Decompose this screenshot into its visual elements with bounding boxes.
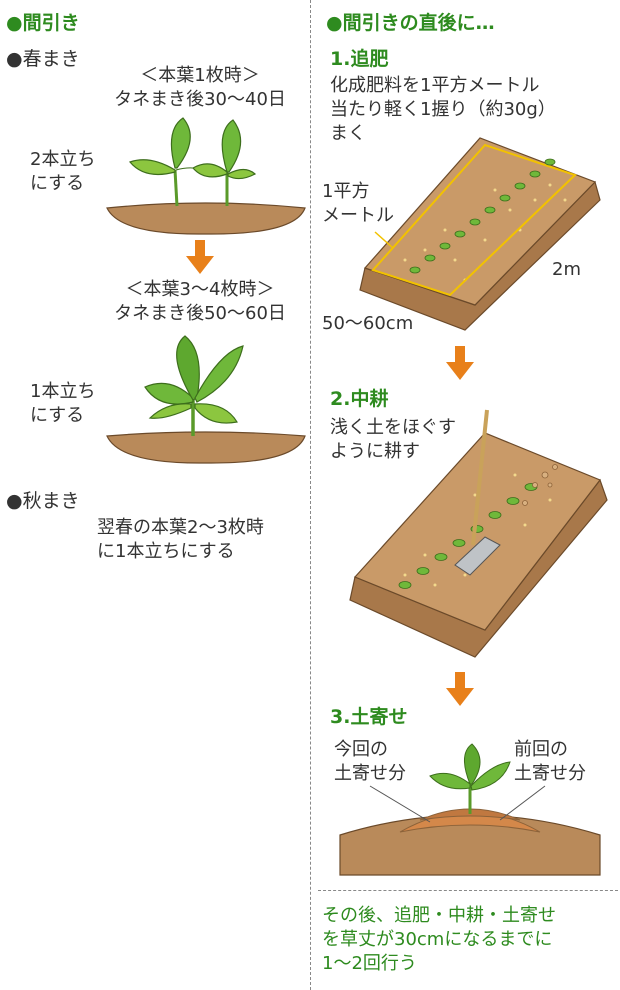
step2-text-line1: 浅く土をほぐす — [330, 417, 456, 438]
repeat-note-line2: を草丈が30cmになるまでに — [322, 929, 553, 950]
repeat-note: その後、追肥・中耕・土寄せ を草丈が30cmになるまでに 1〜2回行う — [322, 904, 617, 976]
stage2-action-line1: 1本立ち — [30, 381, 96, 402]
repeat-note-line3: 1〜2回行う — [322, 953, 417, 974]
step1-text-line3: まく — [330, 123, 366, 144]
stage2-days: タネまき後50〜60日 — [114, 303, 286, 324]
arrow-down-icon — [446, 346, 474, 380]
spring-heading: ●春まき — [6, 48, 80, 70]
repeat-note-line1: その後、追肥・中耕・土寄せ — [322, 905, 556, 926]
step1-text-line2: 当たり軽く1握り（約30g） — [330, 99, 556, 120]
step2-text-line2: ように耕す — [330, 441, 420, 462]
area-label-line2: メートル — [322, 205, 394, 226]
after-thinning-title: ●間引きの直後に… — [326, 12, 495, 34]
thinning-title: ●間引き — [6, 12, 80, 34]
stage1-title: ＜本葉1枚時＞ — [140, 65, 260, 86]
cultivating-bed-illustration — [349, 409, 608, 658]
two-seedlings-illustration — [106, 117, 306, 235]
step3-title: 3.土寄せ — [330, 706, 408, 728]
label-now-line2: 土寄せ分 — [334, 763, 406, 784]
stage1-days: タネまき後30〜40日 — [114, 89, 286, 110]
step2-title: 2.中耕 — [330, 388, 389, 410]
label-prev-line2: 土寄せ分 — [514, 763, 586, 784]
step1-text-line1: 化成肥料を1平方メートル — [330, 75, 540, 96]
length-label: 2m — [552, 259, 581, 280]
arrow-down-icon — [446, 672, 474, 706]
autumn-text-line1: 翌春の本葉2〜3枚時 — [97, 517, 264, 538]
stage2-action-line2: にする — [30, 405, 85, 426]
hilling-illustration — [339, 743, 601, 876]
vertical-divider — [310, 0, 311, 990]
horizontal-divider — [318, 890, 618, 891]
width-label: 50〜60cm — [322, 313, 414, 334]
stage1-action-line2: にする — [30, 173, 85, 194]
label-prev-line1: 前回の — [514, 739, 568, 760]
step1-title: 1.追肥 — [330, 48, 389, 70]
raised-bed-fertilizer-illustration — [359, 137, 601, 331]
one-seedling-illustration — [106, 335, 306, 464]
arrow-down-icon — [186, 240, 214, 274]
autumn-text-line2: に1本立ちにする — [97, 541, 235, 562]
autumn-heading: ●秋まき — [6, 490, 80, 512]
area-label-line1: 1平方 — [322, 181, 370, 202]
stage1-action-line1: 2本立ち — [30, 149, 96, 170]
stage2-title: ＜本葉3〜4枚時＞ — [125, 279, 275, 300]
label-now-line1: 今回の — [334, 739, 388, 760]
